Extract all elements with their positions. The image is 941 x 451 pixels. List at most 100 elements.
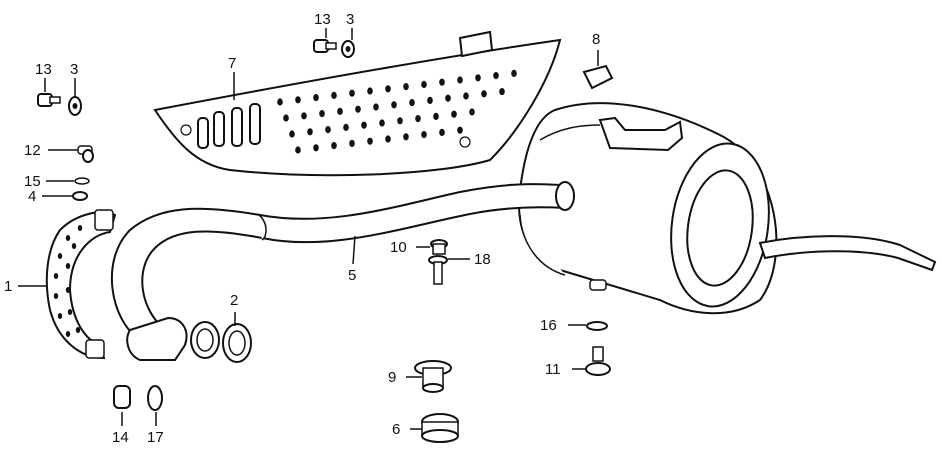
shield-hole bbox=[325, 126, 331, 134]
protector-hole bbox=[65, 331, 71, 337]
callout-13-top: 13 bbox=[314, 11, 331, 28]
shield-hole bbox=[361, 121, 367, 129]
shield-hole bbox=[289, 130, 295, 138]
nut-17 bbox=[147, 385, 163, 411]
protector-hole bbox=[57, 313, 63, 319]
washer-3-top bbox=[341, 40, 355, 58]
clip-8 bbox=[582, 64, 614, 90]
callout-2: 2 bbox=[230, 292, 238, 309]
shield-hole bbox=[367, 137, 373, 145]
callout-16: 16 bbox=[540, 317, 557, 334]
heat-shield bbox=[153, 30, 562, 177]
shield-hole bbox=[349, 89, 355, 97]
callout-8: 8 bbox=[592, 31, 600, 48]
shield-hole bbox=[451, 110, 457, 118]
protector-hole bbox=[53, 273, 59, 279]
shield-hole bbox=[493, 72, 499, 80]
shield-hole bbox=[343, 123, 349, 131]
protector-hole bbox=[77, 225, 83, 231]
shield-hole bbox=[277, 98, 283, 106]
callout-14: 14 bbox=[112, 429, 129, 446]
shield-hole bbox=[469, 108, 475, 116]
shield-hole bbox=[511, 69, 517, 77]
muffler bbox=[518, 102, 937, 315]
shield-hole bbox=[439, 78, 445, 86]
shield-hole bbox=[439, 128, 445, 136]
shield-hole bbox=[319, 110, 325, 118]
washer-16 bbox=[586, 321, 608, 331]
nut-14 bbox=[113, 385, 131, 409]
shield-hole bbox=[445, 94, 451, 102]
leader-lines bbox=[18, 28, 599, 430]
callout-11: 11 bbox=[545, 361, 561, 378]
protector-hole bbox=[65, 235, 71, 241]
shield-hole bbox=[385, 85, 391, 93]
shield-hole bbox=[307, 128, 313, 136]
shield-hole bbox=[433, 112, 439, 120]
protector-hole bbox=[57, 253, 63, 259]
bolt-13-left bbox=[37, 93, 61, 107]
shield-hole bbox=[379, 119, 385, 127]
shield-hole bbox=[313, 94, 319, 102]
shield-hole bbox=[421, 131, 427, 139]
nut-4 bbox=[72, 191, 88, 201]
shield-hole bbox=[415, 115, 421, 123]
callout-7: 7 bbox=[228, 55, 236, 72]
shield-hole bbox=[421, 80, 427, 88]
shield-hole bbox=[475, 74, 481, 82]
shield-hole bbox=[463, 92, 469, 100]
shield-hole bbox=[367, 87, 373, 95]
collar-9 bbox=[414, 360, 452, 393]
shield-hole bbox=[457, 126, 463, 134]
callout-3-top: 3 bbox=[346, 11, 354, 28]
shield-hole bbox=[295, 96, 301, 104]
shield-hole bbox=[427, 96, 433, 104]
protector-hole bbox=[53, 293, 59, 299]
gasket bbox=[222, 323, 252, 363]
shield-hole bbox=[355, 105, 361, 113]
shield-hole bbox=[331, 142, 337, 150]
callout-labels: 1 2 3 3 4 5 6 7 8 9 10 11 12 13 13 14 15… bbox=[4, 11, 600, 446]
callout-15: 15 bbox=[24, 173, 41, 190]
rubber-6 bbox=[421, 413, 459, 443]
shield-hole bbox=[403, 133, 409, 141]
callout-12: 12 bbox=[24, 142, 41, 159]
callout-6: 6 bbox=[392, 421, 400, 438]
shield-hole bbox=[457, 76, 463, 84]
shield-hole bbox=[373, 103, 379, 111]
callout-1: 1 bbox=[4, 278, 12, 295]
bolt-12 bbox=[77, 145, 94, 163]
callout-10: 10 bbox=[390, 239, 407, 256]
bolt-11 bbox=[585, 346, 611, 376]
callout-17: 17 bbox=[147, 429, 164, 446]
bolt-18 bbox=[428, 255, 448, 285]
protector-hole bbox=[67, 309, 73, 315]
washer-15 bbox=[74, 177, 90, 185]
callout-4: 4 bbox=[28, 188, 36, 205]
shield-hole bbox=[499, 88, 505, 96]
shield-hole bbox=[349, 139, 355, 147]
bolt-10 bbox=[430, 239, 448, 255]
shield-hole bbox=[337, 107, 343, 115]
callout-13-left: 13 bbox=[35, 61, 52, 78]
shield-hole bbox=[313, 144, 319, 152]
exhaust-pipe bbox=[110, 181, 575, 361]
shield-hole bbox=[403, 83, 409, 91]
shield-hole bbox=[397, 117, 403, 125]
shield-hole bbox=[301, 112, 307, 120]
shield-hole bbox=[295, 146, 301, 154]
callout-18: 18 bbox=[474, 251, 491, 268]
callout-3-left: 3 bbox=[70, 61, 78, 78]
shield-hole bbox=[385, 135, 391, 143]
protector-hole bbox=[75, 327, 81, 333]
washer-3-left bbox=[68, 96, 82, 116]
shield-hole bbox=[481, 90, 487, 98]
shield-hole bbox=[283, 114, 289, 122]
callout-5: 5 bbox=[348, 267, 356, 284]
protector-hole bbox=[65, 263, 71, 269]
bolt-13-top bbox=[313, 39, 337, 53]
shield-hole bbox=[331, 91, 337, 99]
callout-9: 9 bbox=[388, 369, 396, 386]
protector-hole bbox=[65, 287, 71, 293]
